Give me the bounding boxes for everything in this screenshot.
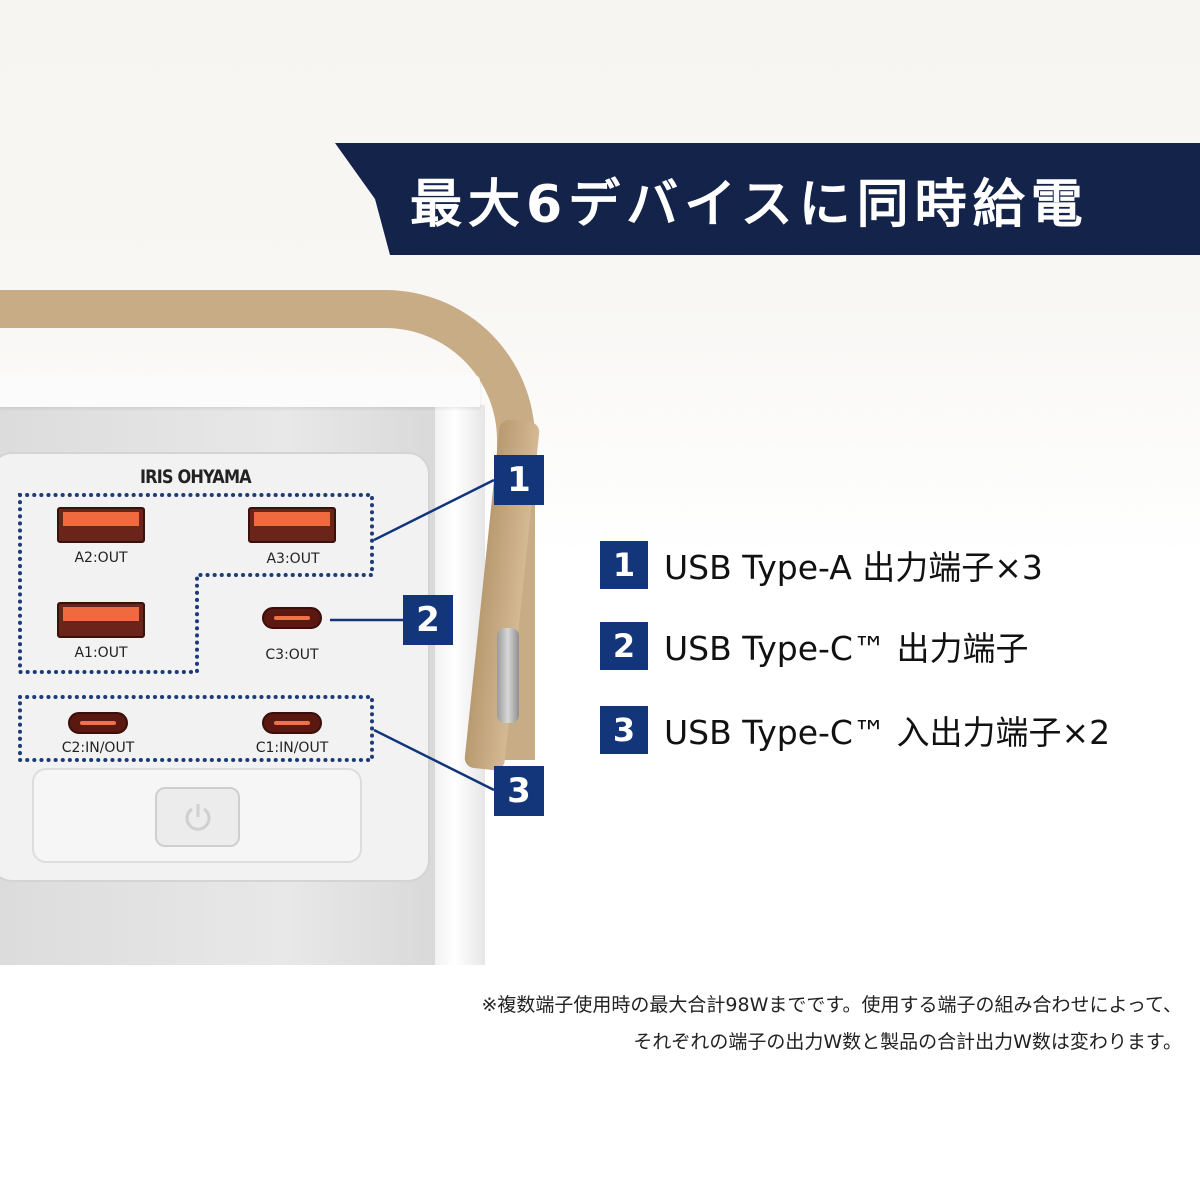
port-label-c3: C3:OUT <box>265 647 319 663</box>
usb-a3-port <box>248 507 336 543</box>
usb-a1-port <box>57 602 145 638</box>
legend-item-1: 1 USB Type-A 出力端子×3 <box>600 541 1043 589</box>
legend-text: USB Type-C™ 出力端子 <box>664 629 1029 668</box>
legend-number: 2 <box>600 622 648 670</box>
callout-1: 1 <box>494 455 544 505</box>
handle-knob <box>497 628 519 723</box>
leader-line-1 <box>373 478 495 542</box>
legend-item-2: 2 USB Type-C™ 出力端子 <box>600 622 1028 670</box>
brand-logo: IRIS OHYAMA <box>140 466 252 488</box>
group-1-outline <box>18 493 374 674</box>
callout-2: 2 <box>403 595 453 645</box>
usb-a2-port <box>57 507 145 543</box>
legend-number: 1 <box>600 541 648 589</box>
port-label-a3: A3:OUT <box>266 551 320 567</box>
footnote-line-1: ※複数端子使用時の最大合計98Wまでです。使用する端子の組み合わせによって、 <box>481 994 1182 1016</box>
device-lid <box>0 375 480 407</box>
title-banner <box>335 143 1200 255</box>
port-label-c2: C2:IN/OUT <box>61 740 135 756</box>
usb-c2-port <box>68 712 128 734</box>
callout-3: 3 <box>494 766 544 816</box>
port-label-c1: C1:IN/OUT <box>255 740 329 756</box>
footnote-line-2: それぞれの端子の出力W数と製品の合計出力W数は変わります。 <box>633 1031 1182 1053</box>
power-button <box>155 787 240 847</box>
group-3-outline <box>18 695 374 762</box>
power-icon <box>185 804 210 831</box>
legend-number: 3 <box>600 706 648 754</box>
port-label-a1: A1:OUT <box>74 645 128 661</box>
port-label-a2: A2:OUT <box>74 550 128 566</box>
legend-text: USB Type-A 出力端子×3 <box>664 548 1043 587</box>
legend-text: USB Type-C™ 入出力端子×2 <box>664 713 1111 752</box>
usb-c1-port <box>262 712 322 734</box>
leader-line-3 <box>373 728 495 792</box>
legend-item-3: 3 USB Type-C™ 入出力端子×2 <box>600 706 1110 754</box>
banner-title: 最大6デバイスに同時給電 <box>410 175 1089 235</box>
usb-c3-port <box>262 607 322 629</box>
